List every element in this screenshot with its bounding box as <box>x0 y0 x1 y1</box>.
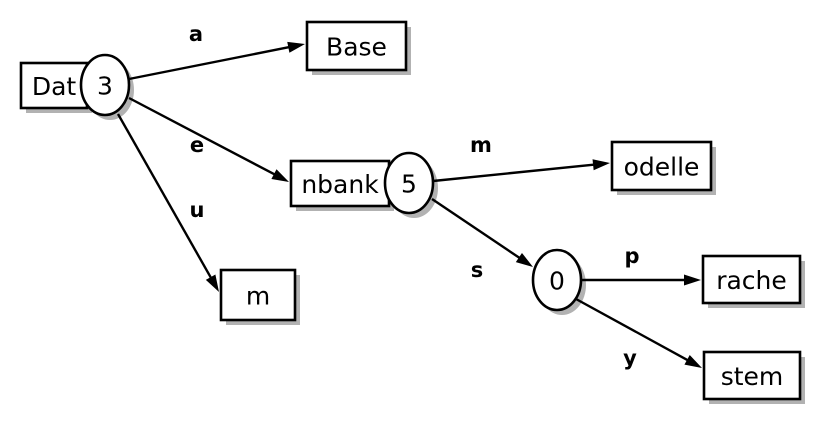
edge-p <box>581 274 701 286</box>
node-3[interactable]: 3 <box>79 53 134 120</box>
arrow-head-icon <box>287 41 305 53</box>
edge-line <box>116 113 214 281</box>
edge-y <box>575 297 702 368</box>
node-stem[interactable]: stem <box>702 350 805 404</box>
edge-s <box>431 198 533 267</box>
node-rache[interactable]: rache <box>701 254 805 308</box>
arrow-head-icon <box>592 159 610 171</box>
edge-line <box>128 96 278 177</box>
node-label: 3 <box>97 72 113 101</box>
node-shape-ellipse[interactable] <box>383 151 435 215</box>
node-shape-rect[interactable] <box>219 268 297 322</box>
arrow-head-icon <box>515 252 533 267</box>
node-shape-rect[interactable] <box>701 254 802 305</box>
node-label: m <box>246 282 270 311</box>
node-shape-rect[interactable] <box>702 350 802 401</box>
edge-labels-layer: a e u m s p y <box>189 22 640 370</box>
node-shape-rect[interactable] <box>610 140 713 192</box>
edge-line <box>432 163 597 183</box>
edge-label-p: p <box>624 244 639 268</box>
edge-m <box>432 159 610 183</box>
node-0[interactable]: 0 <box>531 248 586 315</box>
node-5[interactable]: 5 <box>383 151 438 218</box>
edge-e <box>128 96 289 182</box>
node-label: nbank <box>301 170 379 199</box>
edge-line <box>431 198 523 261</box>
edge-line <box>128 45 292 81</box>
node-odelle[interactable]: odelle <box>610 140 716 195</box>
node-label: odelle <box>624 153 700 182</box>
arrow-head-icon <box>684 274 701 286</box>
node-label: 0 <box>549 267 565 296</box>
edge-a <box>128 41 305 81</box>
edge-label-y: y <box>623 346 637 370</box>
node-m[interactable]: m <box>219 268 300 325</box>
edge-line <box>575 297 691 363</box>
nodes-layer: Dat 3 Base nbank 5 m odelle 0 rache stem <box>19 20 805 404</box>
arrow-head-icon <box>271 169 289 182</box>
edge-label-a: a <box>189 22 203 46</box>
edge-label-s: s <box>471 258 484 282</box>
edge-label-m: m <box>470 133 492 157</box>
node-label: stem <box>721 362 784 391</box>
edge-u <box>116 113 219 292</box>
node-label: Base <box>326 33 387 62</box>
node-nbank[interactable]: nbank <box>289 159 394 211</box>
edge-label-e: e <box>190 133 204 157</box>
node-label: Dat <box>32 72 77 101</box>
node-label: rache <box>716 266 787 295</box>
edges-layer <box>116 41 702 368</box>
node-shape-rect[interactable] <box>305 20 408 72</box>
node-label: 5 <box>401 170 417 199</box>
node-base[interactable]: Base <box>305 20 411 75</box>
arrow-head-icon <box>205 274 219 292</box>
node-shape-ellipse[interactable] <box>79 53 131 117</box>
edge-label-u: u <box>190 198 205 222</box>
arrow-head-icon <box>684 355 702 368</box>
node-shape-ellipse[interactable] <box>531 248 583 312</box>
